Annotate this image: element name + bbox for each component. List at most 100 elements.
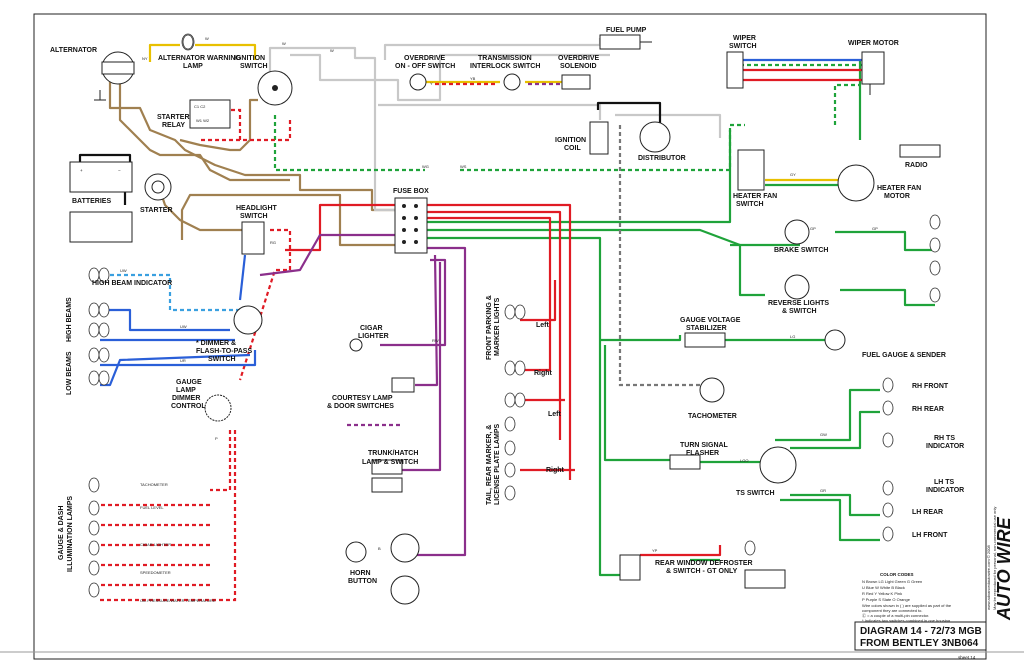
illum-item: SPEEDOMETER <box>140 570 171 575</box>
wire-code: W <box>205 36 209 41</box>
legend-row: R Red Y Yellow K Pink <box>862 591 902 596</box>
label-wiper-switch-2: SWITCH <box>729 43 757 50</box>
wire-code: Y <box>430 81 433 86</box>
overdrive-switch <box>409 73 427 91</box>
illum-item: FUEL LEVEL <box>140 505 164 510</box>
label-rear-defroster: REAR WINDOW DEFROSTER <box>655 560 753 567</box>
label-gauge-dimmer: GAUGE <box>176 379 202 386</box>
transmission-interlock-switch <box>503 73 521 91</box>
label-lh-ts-ind: LH TS <box>934 479 955 486</box>
horn-assembly <box>345 533 420 605</box>
tachometer-gauge <box>699 377 725 403</box>
label-starter: STARTER <box>140 207 173 214</box>
ignition-switch <box>257 70 293 106</box>
svg-text:+: + <box>80 168 83 173</box>
label-overdrive-solenoid: OVERDRIVE <box>558 55 600 62</box>
legend-row: component they are connected to. <box>862 608 922 613</box>
label-dimmer-3: SWITCH <box>208 356 236 363</box>
label-front-parking: FRONT PARKING & <box>486 295 493 360</box>
label-front-parking-2: MARKER LIGHTS <box>494 297 501 356</box>
label-trans-interlock: TRANSMISSION <box>478 55 532 62</box>
fuse-box <box>394 197 428 254</box>
side-note-1: www.advancedautowire.com © 2008 <box>986 544 991 610</box>
label-turn-flasher: TURN SIGNAL <box>680 442 729 449</box>
legend-row: P Purple S Slate O Orange <box>862 597 911 602</box>
label-trunk-lamp-2: LAMP & SWITCH <box>362 459 418 466</box>
illum-item: CIGAR LIGHTER <box>140 542 171 547</box>
label-front-left: Left <box>536 322 550 329</box>
legend-row: N Brown LG Light Green G Green <box>862 579 922 584</box>
label-brake-switch: BRAKE SWITCH <box>774 247 828 254</box>
label-rh-ts-ind-2: INDICATOR <box>926 443 964 450</box>
wire-code: UW <box>180 324 187 329</box>
fuel-pump <box>599 34 652 50</box>
wire-code: GP <box>810 226 816 231</box>
label-ignition-switch-2: SWITCH <box>240 63 268 70</box>
side-note-2: May be reproduced for personal, non-comm… <box>992 507 997 610</box>
label-illum-lamps-2: ILLUMINATION LAMPS <box>67 496 74 572</box>
label-wiper-switch: WIPER <box>733 35 756 42</box>
label-ignition-coil-2: COIL <box>564 145 581 152</box>
label-overdrive-solenoid-2: SOLENOID <box>560 63 597 70</box>
label-horn-button: HORN <box>350 570 371 577</box>
label-ts-switch: TS SWITCH <box>736 490 775 497</box>
heater-fan-motor <box>837 164 875 202</box>
fuel-gauge-sender <box>824 329 846 351</box>
batteries: + − <box>69 161 133 243</box>
illum-item: TACHOMETER <box>140 482 168 487</box>
ignition-coil <box>589 121 609 155</box>
label-rear-left: Left <box>548 411 562 418</box>
label-tail-lamps-2: LICENSE PLATE LAMPS <box>494 424 501 505</box>
label-high-beams: HIGH BEAMS <box>66 297 73 342</box>
illumination-item-labels: TACHOMETER FUEL LEVEL CIGAR LIGHTER SPEE… <box>140 482 216 603</box>
wire-code: NY <box>142 56 148 61</box>
label-radio: RADIO <box>905 162 928 169</box>
sheet-label: sheet 14 <box>958 655 976 660</box>
wire-code: P <box>215 436 218 441</box>
label-fuse-box: FUSE BOX <box>393 188 429 195</box>
rear-window-defroster <box>619 554 786 589</box>
wiper-switch <box>726 51 744 89</box>
lamp-bulbs <box>88 34 941 598</box>
label-trunk-lamp: TRUNK/HATCH <box>368 450 418 457</box>
turn-signal-switch <box>759 446 797 484</box>
label-wiper-motor: WIPER MOTOR <box>848 40 899 47</box>
label-gauge-dimmer-2: LAMP <box>176 387 196 394</box>
wire-code: YB <box>470 76 476 81</box>
wire-code: UW <box>120 268 127 273</box>
label-courtesy-lamp-2: & DOOR SWITCHES <box>327 403 394 410</box>
label-dimmer-2: FLASH-TO-PASS <box>196 348 252 355</box>
turn-signal-flasher <box>669 454 701 470</box>
label-illum-lamps: GAUGE & DASH <box>58 506 65 560</box>
label-cigar-lighter: CIGAR <box>360 325 383 332</box>
label-heater-fan-motor: HEATER FAN <box>877 185 921 192</box>
label-headlight-switch: HEADLIGHT <box>236 205 278 212</box>
wire-code-labels: W NY W W Y YB WG WS GY GP GP LG LGO GW G… <box>120 36 878 553</box>
wire-code: GW <box>820 432 827 437</box>
label-alt-warning: ALTERNATOR WARNING <box>158 55 241 62</box>
label-ignition-coil: IGNITION <box>555 137 586 144</box>
wire-code: WG <box>422 164 429 169</box>
overdrive-solenoid <box>561 74 591 90</box>
label-gauge-dimmer-4: CONTROL <box>171 403 206 410</box>
distributor <box>639 121 671 153</box>
wiper-motor <box>861 51 885 95</box>
label-trans-interlock-2: INTERLOCK SWITCH <box>470 63 540 70</box>
wire-code: GY <box>790 172 796 177</box>
wire-code: GR <box>820 488 826 493</box>
diagram-title: DIAGRAM 14 - 72/73 MGB <box>860 626 982 637</box>
diagram-source: FROM BENTLEY 3NB064 <box>860 638 979 649</box>
label-horn-button-2: BUTTON <box>348 578 377 585</box>
label-distributor: DISTRIBUTOR <box>638 155 686 162</box>
wire-code: GP <box>872 226 878 231</box>
wire-code: W <box>330 48 334 53</box>
label-heater-fan-switch: HEATER FAN <box>733 193 777 200</box>
label-fuel-pump: FUEL PUMP <box>606 27 647 34</box>
svg-text:−: − <box>118 168 121 173</box>
wire-code: UR <box>180 358 186 363</box>
label-gauge-stabilizer-2: STABILIZER <box>686 325 727 332</box>
label-cigar-lighter-2: LIGHTER <box>358 333 389 340</box>
label-heater-fan-motor-2: MOTOR <box>884 193 910 200</box>
